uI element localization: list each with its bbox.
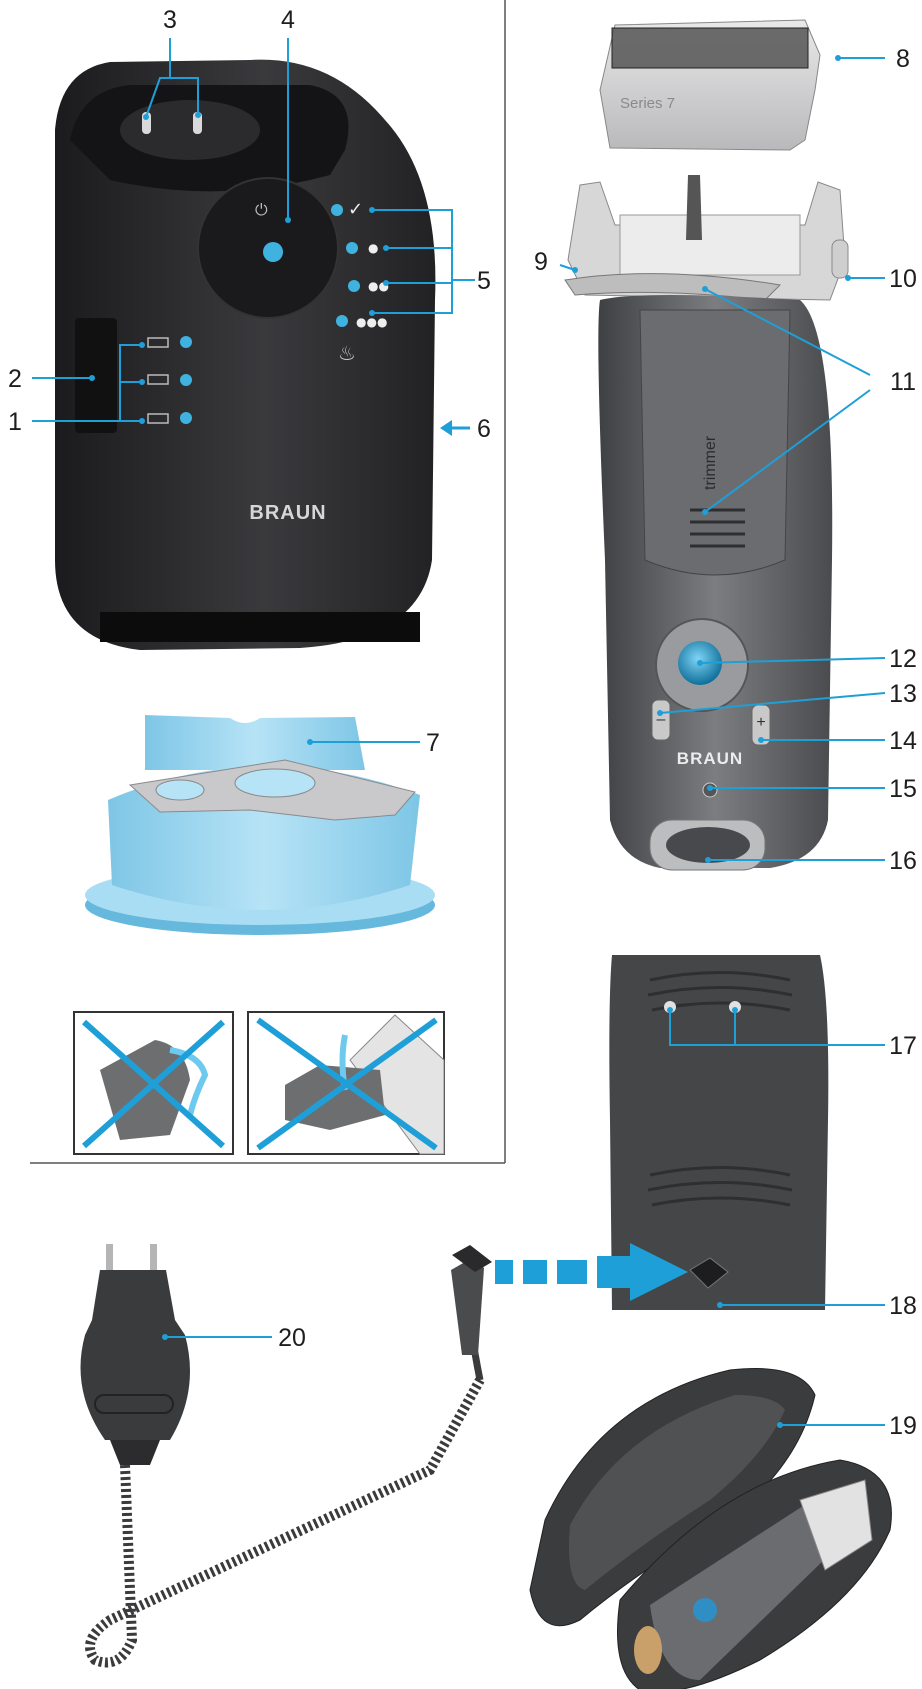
shaver: trimmer – + BRAUN xyxy=(564,175,849,871)
callout-7: 7 xyxy=(426,729,440,757)
minus-icon: – xyxy=(657,711,666,728)
svg-text:●●●: ●●● xyxy=(356,315,387,329)
callout-17: 17 xyxy=(889,1032,917,1060)
callout-1: 1 xyxy=(8,408,22,436)
trimmer-grip-ridges xyxy=(690,508,745,548)
power-supply xyxy=(80,1244,492,1668)
shaver-back-view xyxy=(609,955,829,1310)
trimmer-label: trimmer xyxy=(702,435,719,490)
connection-arrow xyxy=(495,1243,688,1301)
plus-icon: + xyxy=(756,714,765,731)
warning-pictogram-right xyxy=(247,1011,445,1155)
foil-cassette: Series 7 xyxy=(599,19,821,151)
callout-13: 13 xyxy=(889,680,917,708)
cartridge-seal-lid xyxy=(128,759,416,821)
callout-leaders xyxy=(32,38,886,1428)
callout-8: 8 xyxy=(896,45,910,73)
warning-pictogram-left xyxy=(73,1011,234,1155)
cleaning-cartridge xyxy=(85,715,435,935)
callout-18: 18 xyxy=(889,1292,917,1320)
callout-14: 14 xyxy=(889,727,917,755)
program-indicator-lights: ✓ ● ●● ●●● ♨ xyxy=(331,199,389,365)
power-icon: ⏻ xyxy=(255,200,268,219)
callout-10: 10 xyxy=(889,265,917,293)
callout-9: 9 xyxy=(534,248,548,276)
callout-12: 12 xyxy=(889,645,917,673)
shaver-brand-logo: BRAUN xyxy=(677,749,743,768)
drying-icon: ♨ xyxy=(338,341,356,365)
callout-4: 4 xyxy=(281,6,295,34)
shaver-minus-button[interactable] xyxy=(651,699,671,741)
callout-16: 16 xyxy=(889,847,917,875)
callout-15: 15 xyxy=(889,775,917,803)
callout-20: 20 xyxy=(278,1324,306,1352)
svg-text:✓: ✓ xyxy=(348,199,363,220)
callout-5: 5 xyxy=(477,267,491,295)
callout-numbers: 1 2 3 4 5 6 7 8 9 10 11 12 13 14 15 16 1… xyxy=(8,6,917,1440)
case-shaver-button xyxy=(693,1598,717,1622)
fill-level-indicators xyxy=(75,318,192,433)
callout-3: 3 xyxy=(163,6,177,34)
travel-case xyxy=(529,1367,892,1689)
svg-text:●: ● xyxy=(368,241,378,255)
callout-2: 2 xyxy=(8,365,22,393)
station-brand-logo: BRAUN xyxy=(249,502,326,524)
cleaning-station: ⏻ ✓ ● ●● ●●● ♨ BRAUN xyxy=(55,59,436,650)
shaver-power-socket xyxy=(689,1257,729,1289)
station-start-button-light xyxy=(263,242,283,262)
callout-19: 19 xyxy=(889,1412,917,1440)
callout-6: 6 xyxy=(477,415,491,443)
callout-11: 11 xyxy=(890,368,916,396)
foil-series-label: Series 7 xyxy=(620,95,675,112)
